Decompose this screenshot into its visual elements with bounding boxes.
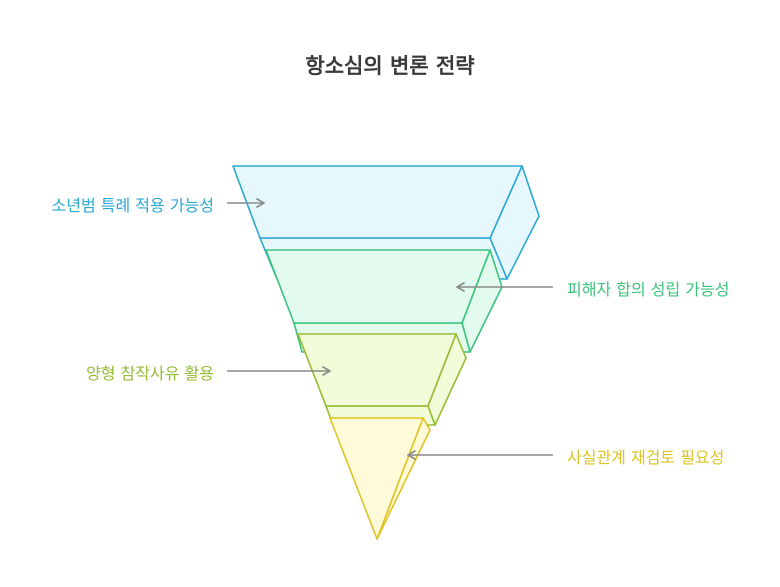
layer-4-front bbox=[329, 417, 424, 540]
label-layer-2: 피해자 합의 성립 가능성 bbox=[567, 280, 730, 299]
diagram-title: 항소심의 변론 전략 bbox=[305, 54, 475, 78]
funnel-layer-4 bbox=[329, 417, 431, 540]
layer-3-front bbox=[297, 333, 457, 407]
label-layer-3: 양형 참작사유 활용 bbox=[86, 364, 214, 383]
layer-1-front bbox=[232, 165, 523, 239]
label-layer-4: 사실관계 재검토 필요성 bbox=[567, 448, 725, 467]
layer-2-front bbox=[265, 249, 491, 324]
label-layer-1: 소년범 특례 적용 가능성 bbox=[51, 196, 214, 215]
funnel-layer-3 bbox=[297, 333, 467, 426]
